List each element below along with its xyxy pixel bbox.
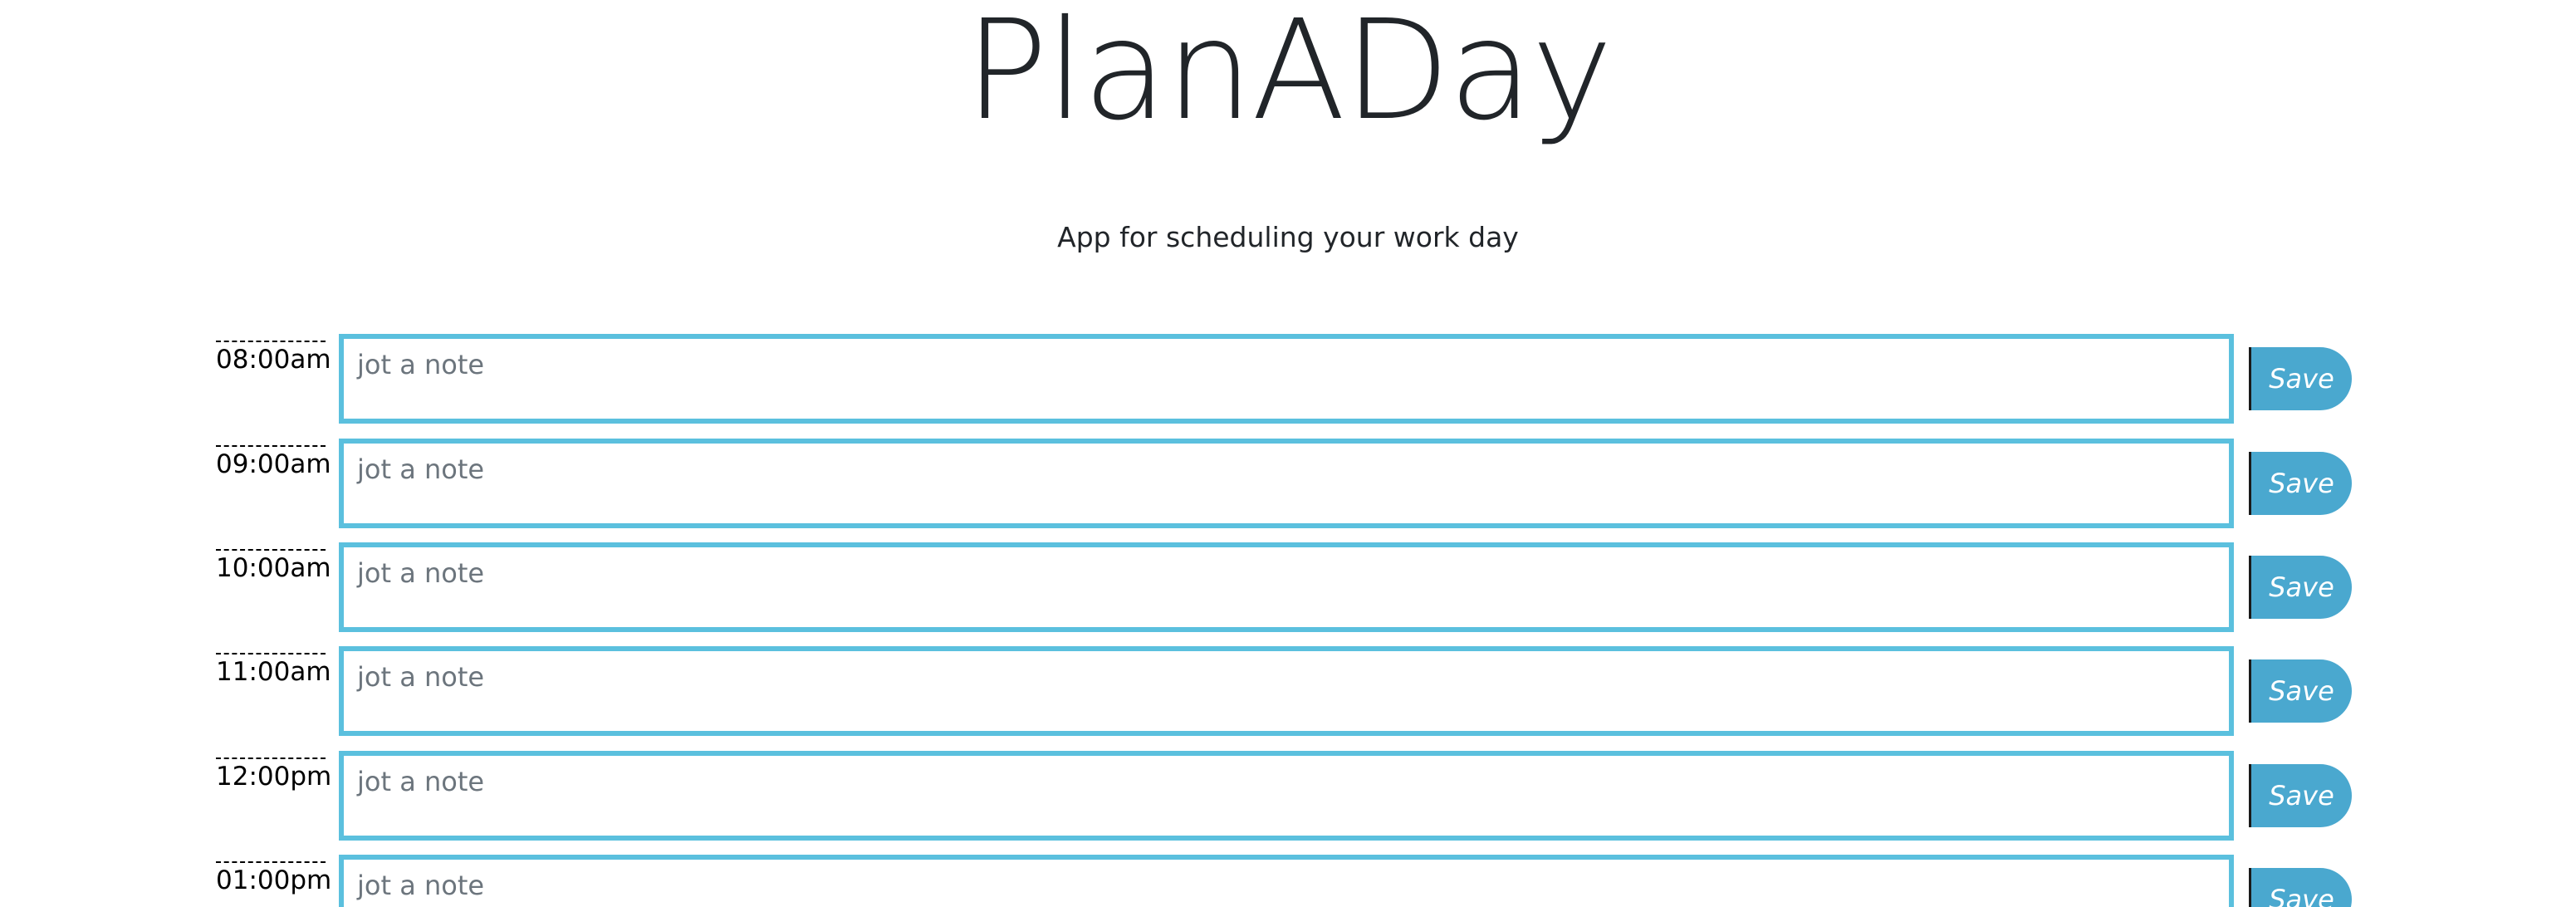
page-title: PlanADay [964,0,1614,151]
hour-label: 09:00am [216,445,331,480]
time-block-0900: 09:00am Save [0,439,2576,533]
note-input-0900[interactable] [339,439,2234,528]
hour-label: 11:00am [216,653,331,688]
note-input-1200[interactable] [339,751,2234,841]
hour-label: 08:00am [216,341,331,375]
time-block-1000: 10:00am Save [0,542,2576,637]
page-subtitle: App for scheduling your work day [1057,221,1519,253]
time-block-0800: 08:00am Save [0,334,2576,429]
save-button-0800[interactable]: Save [2249,347,2352,410]
save-button-1200[interactable]: Save [2249,764,2352,827]
note-input-1000[interactable] [339,542,2234,632]
note-input-0100[interactable] [339,855,2234,907]
time-block-1200: 12:00pm Save [0,751,2576,846]
time-block-1100: 11:00am Save [0,646,2576,741]
hour-label: 10:00am [216,549,331,584]
time-block-0100: 01:00pm Save [0,855,2576,907]
save-button-1000[interactable]: Save [2249,556,2352,619]
note-input-1100[interactable] [339,646,2234,736]
save-button-0100[interactable]: Save [2249,868,2352,907]
save-button-0900[interactable]: Save [2249,452,2352,515]
hour-label: 01:00pm [216,861,331,896]
save-button-1100[interactable]: Save [2249,659,2352,723]
hour-label: 12:00pm [216,757,331,792]
note-input-0800[interactable] [339,334,2234,424]
